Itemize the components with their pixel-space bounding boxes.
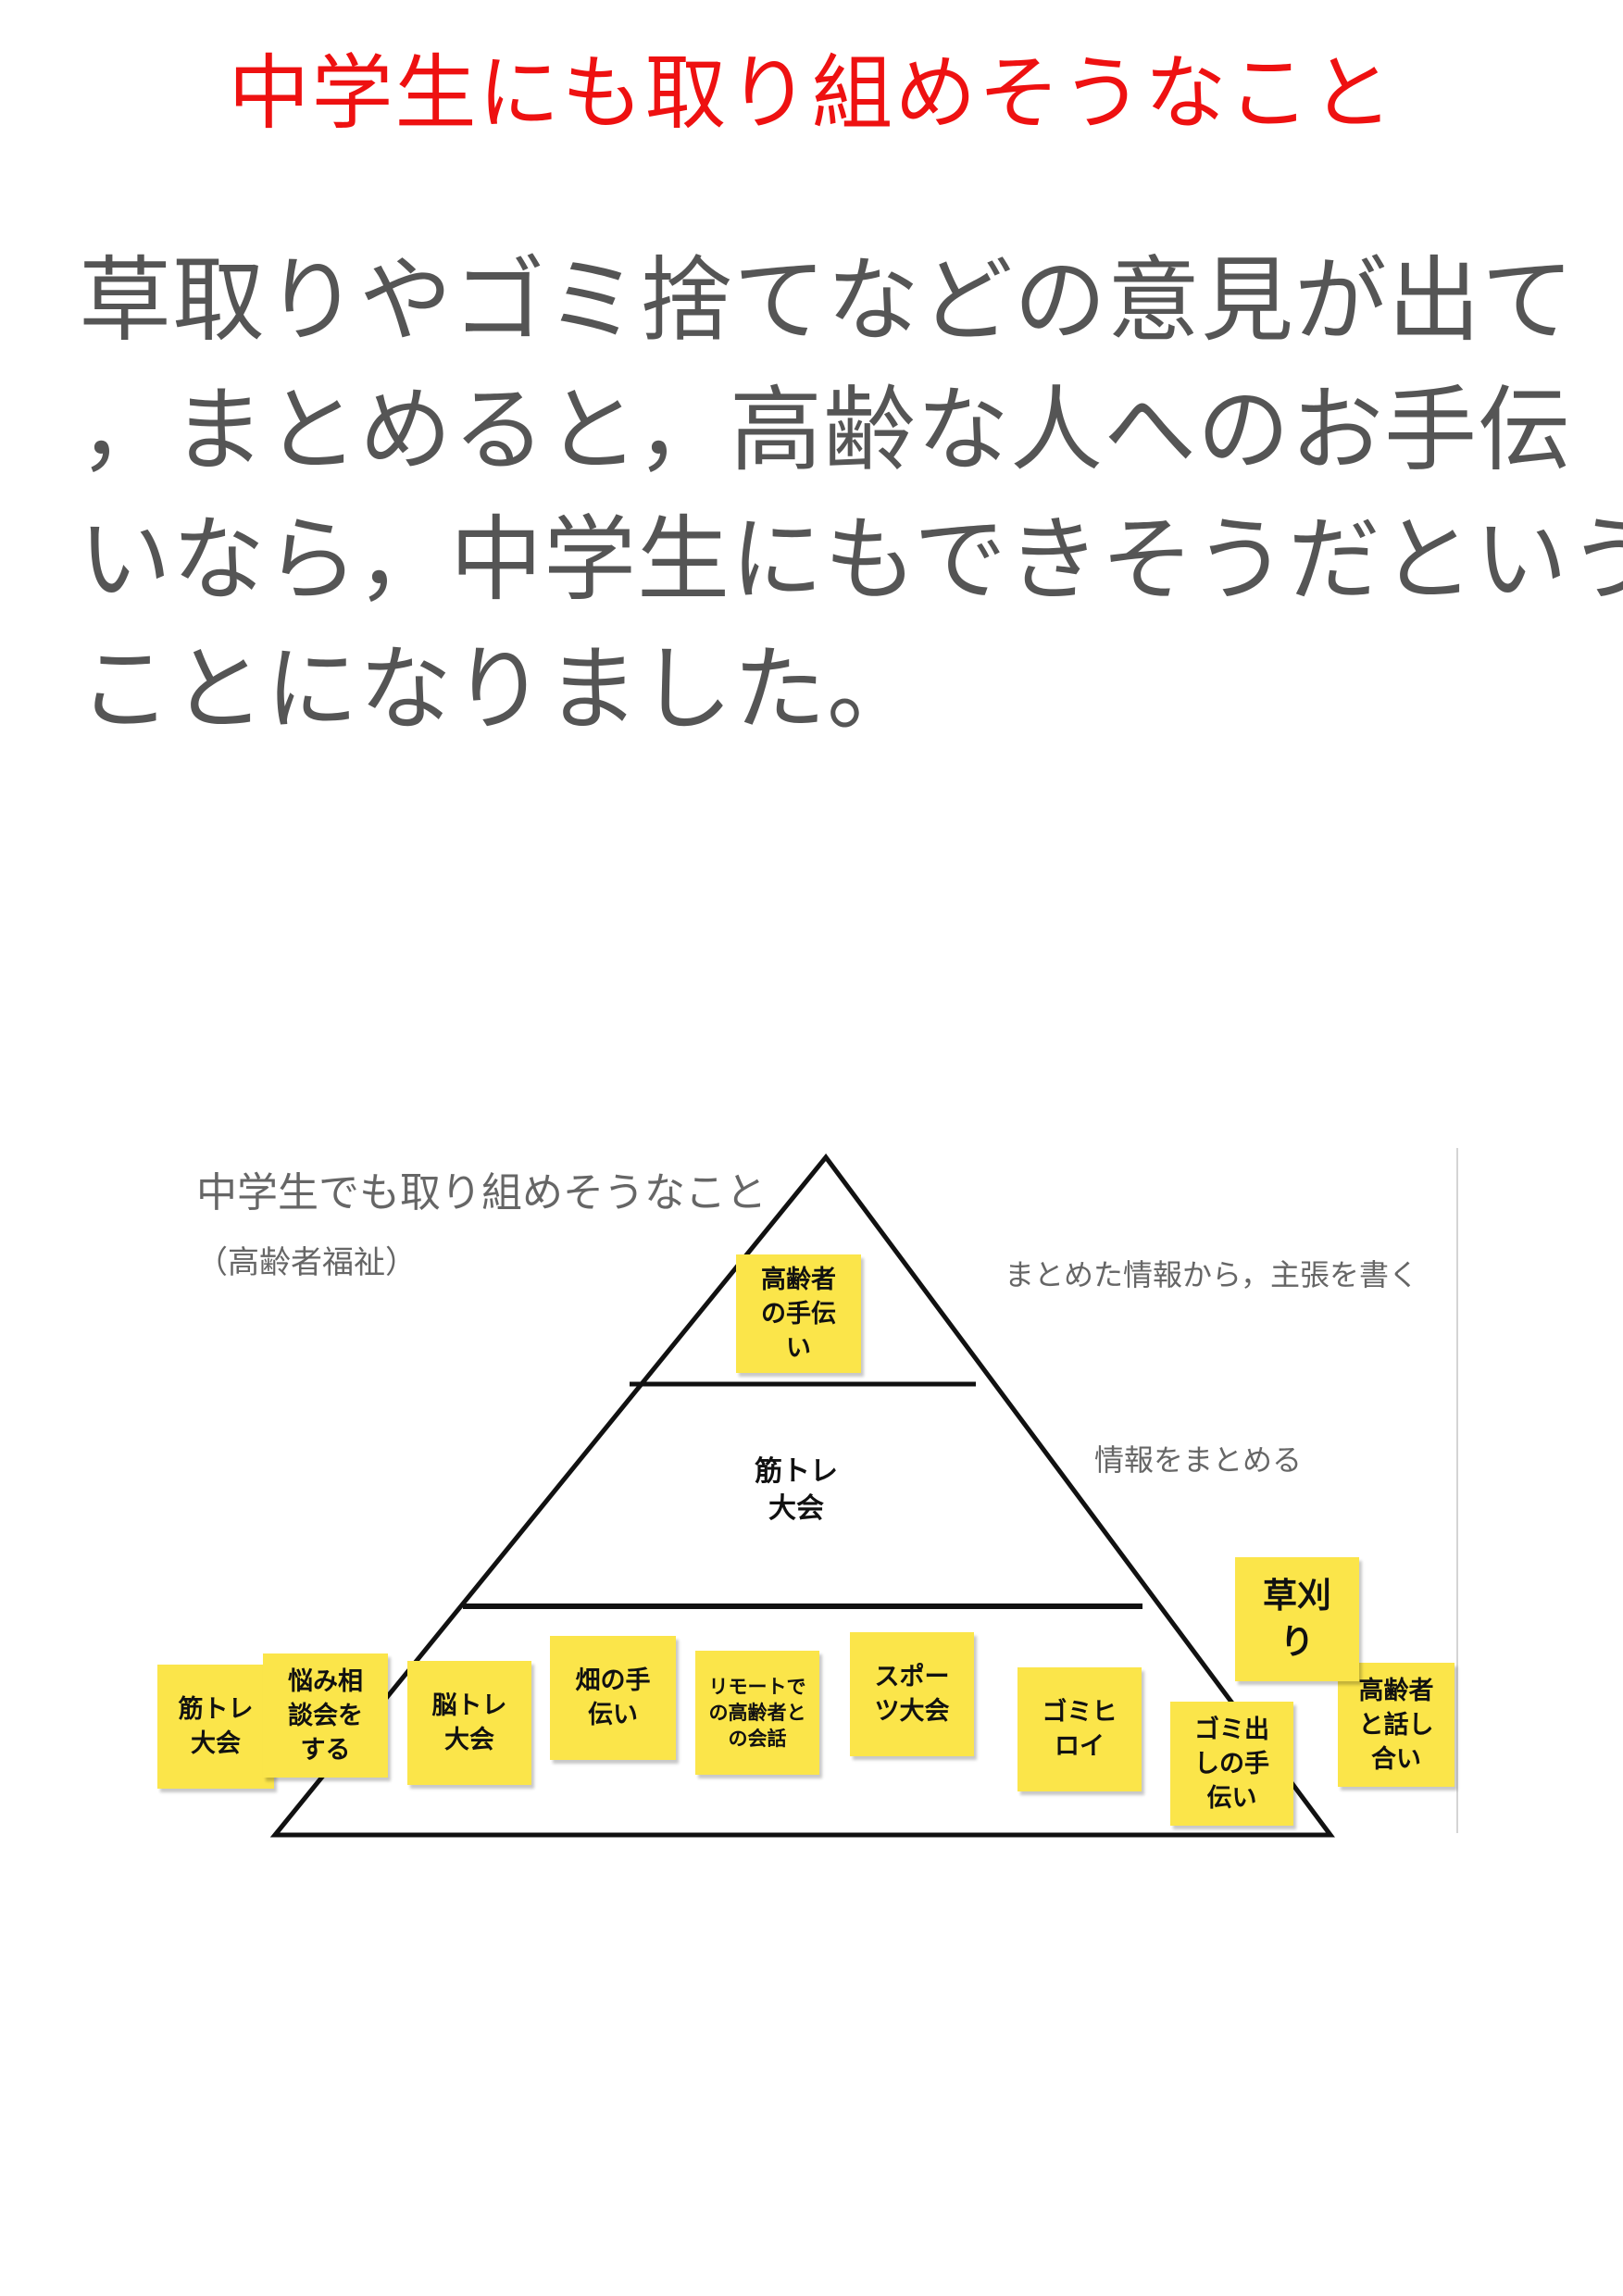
sticky-note: 脳トレ 大会 [407, 1661, 531, 1785]
body-line: いなら，中学生にもできそうだという [79, 505, 1623, 614]
sticky-note: 畑の手 伝い [550, 1636, 676, 1760]
sticky-note: 高齢者 と話し 合い [1338, 1663, 1454, 1787]
top-level-caption: まとめた情報から，主張を書く [1005, 1257, 1419, 1292]
body-line: ，まとめると，高齢な人へのお手伝 [79, 376, 1571, 484]
middle-level-label: 筋トレ 大会 [755, 1455, 838, 1525]
middle-level-caption: 情報をまとめる [1094, 1442, 1303, 1478]
sticky-note: 悩み相 談会を する [263, 1653, 388, 1778]
sticky-note: ゴミ出 しの手 伝い [1170, 1702, 1293, 1826]
sticky-note: リモートで の高齢者と の会話 [695, 1651, 819, 1775]
sticky-note: スポー ツ大会 [850, 1632, 974, 1756]
diagram-title: 中学生でも取り組めそうなこと [196, 1169, 767, 1217]
page-title: 中学生にも取り組めそうなこと [228, 45, 1395, 141]
sticky-note: 筋トレ 大会 [157, 1665, 274, 1789]
diagram-subtitle: （高齢者福祉） [196, 1244, 417, 1281]
sticky-note-top: 高齢者 の手伝 い [736, 1254, 861, 1373]
pyramid-graphic [269, 1153, 1335, 1838]
body-text: 草取りやゴミ捨てなどの意見が出て ，まとめると，高齢な人へのお手伝 いなら，中学… [79, 236, 1623, 755]
pyramid-diagram: 中学生でも取り組めそうなこと （高齢者福祉） まとめた情報から，主張を書く 情報… [157, 1148, 1472, 1852]
pyramid-outline [269, 1153, 1335, 1838]
sticky-note-extra: 草刈 り [1235, 1557, 1359, 1681]
sticky-note: ゴミヒ ロイ [1017, 1667, 1142, 1791]
body-line: ことになりました。 [79, 635, 920, 743]
right-divider-line [1456, 1148, 1458, 1833]
body-line: 草取りやゴミ捨てなどの意見が出て [79, 246, 1575, 355]
